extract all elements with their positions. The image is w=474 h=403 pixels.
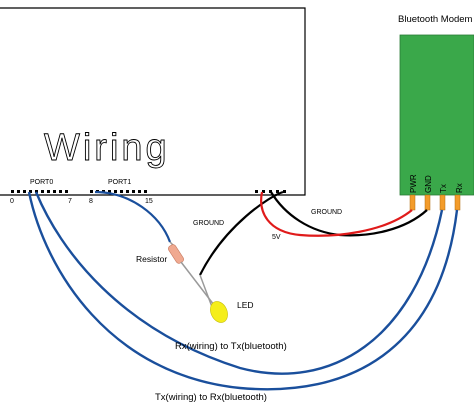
resistor-label: Resistor xyxy=(136,254,167,264)
pin-0-label: 0 xyxy=(10,198,14,205)
ground-label-left: GROUND xyxy=(193,220,224,227)
wiring-board xyxy=(0,7,306,196)
bluetooth-modem-title: Bluetooth Modem xyxy=(398,14,473,25)
wiring-logo: Wiring xyxy=(44,127,170,169)
modem-header-pins xyxy=(409,194,461,211)
ground-wire-led xyxy=(199,190,284,276)
bluetooth-modem-board xyxy=(399,34,474,196)
pin-7-label: 7 xyxy=(68,198,72,205)
rx-wire-label: Rx(wiring) to Tx(bluetooth) xyxy=(175,341,287,352)
five-v-label: 5V xyxy=(272,234,281,241)
ground-label-right: GROUND xyxy=(311,209,342,216)
led xyxy=(210,301,228,323)
port0-label: PORT0 xyxy=(30,179,53,186)
five-v-wire xyxy=(260,191,413,237)
modem-pin-tx: Tx xyxy=(439,184,448,193)
modem-pin-rx: Rx xyxy=(455,183,464,193)
tx-to-rx-wire xyxy=(27,191,459,391)
power-header xyxy=(255,190,286,193)
port1-label: PORT1 xyxy=(108,179,131,186)
pin-8-label: 8 xyxy=(89,198,93,205)
port0-header xyxy=(11,190,68,193)
led-label: LED xyxy=(237,300,254,310)
ground-wire-modem xyxy=(270,191,428,237)
led-leg xyxy=(199,274,213,308)
modem-pin-pwr: PWR xyxy=(409,174,418,193)
pin-15-label: 15 xyxy=(145,198,153,205)
port1-to-resistor-wire xyxy=(94,190,172,243)
tx-wire-label: Tx(wiring) to Rx(bluetooth) xyxy=(155,392,267,403)
rx-to-tx-wire xyxy=(34,191,444,375)
modem-pin-gnd: GND xyxy=(424,175,433,193)
